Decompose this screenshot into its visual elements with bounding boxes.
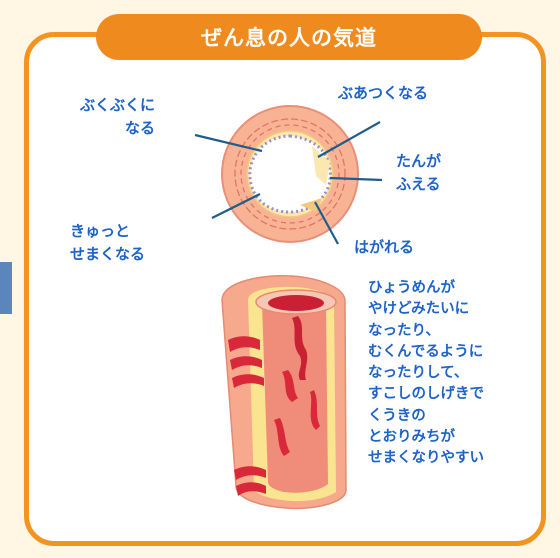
explanation-text: ひょうめんが やけどみたいに なったり、 むくんでるように なったりして、 すこ… bbox=[368, 280, 484, 467]
label-narrow: きゅっと せまくなる bbox=[70, 222, 146, 263]
label-thicken: ぶあつくなる bbox=[338, 84, 429, 102]
label-bubbly: ぶくぶくに なる bbox=[80, 96, 156, 137]
label-phlegm: たんが ふえる bbox=[396, 152, 442, 193]
leader-lines bbox=[194, 121, 383, 245]
edge-tab bbox=[0, 262, 12, 314]
airway-cross-section bbox=[221, 105, 359, 243]
label-peel: はがれる bbox=[354, 238, 415, 256]
diagram-title: ぜん息の人の気道 bbox=[96, 14, 482, 60]
airway-tube bbox=[221, 274, 347, 510]
